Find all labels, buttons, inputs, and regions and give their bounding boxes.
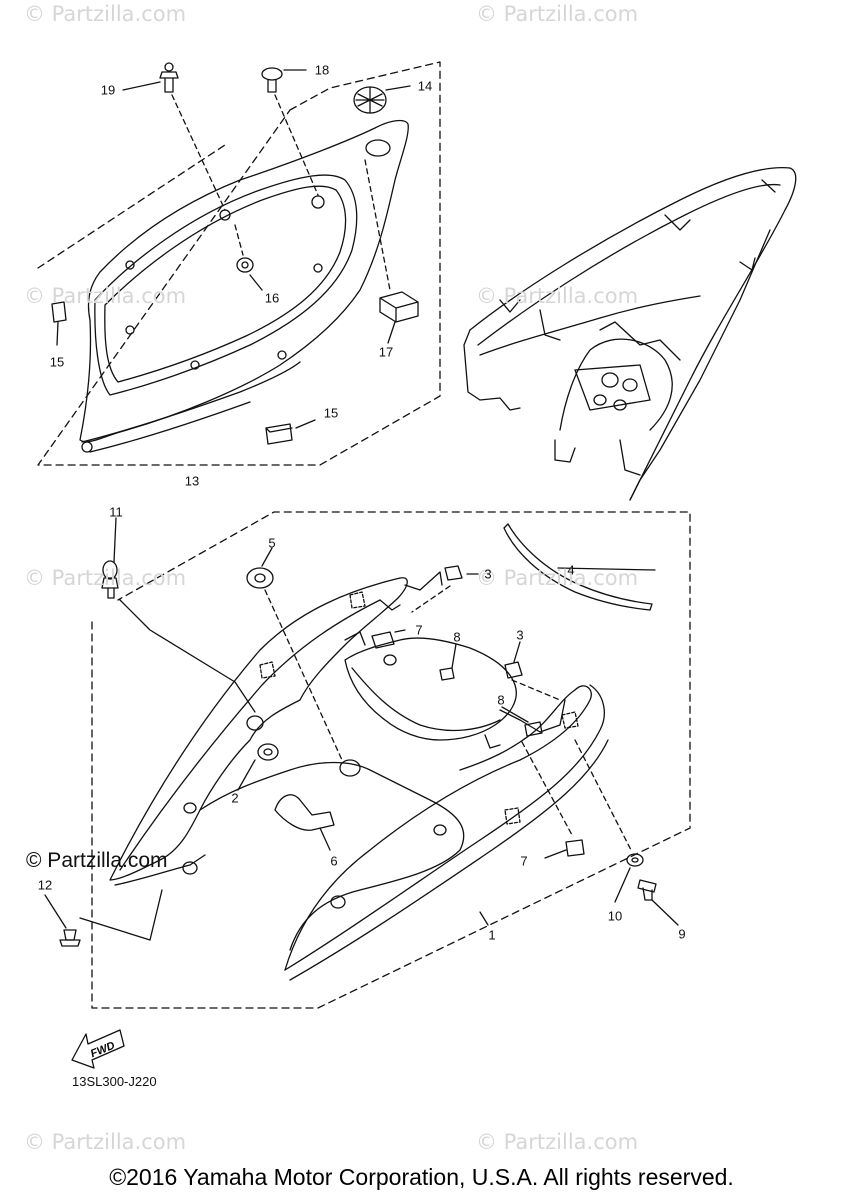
main-watermark: © Partzilla.com <box>26 849 168 872</box>
part-6-damper <box>274 794 335 831</box>
watermark: © Partzilla.com <box>476 284 639 308</box>
part-16-grommet <box>236 257 254 273</box>
part-18-screw <box>261 67 283 93</box>
seat-cowl-13 <box>79 119 409 443</box>
part-9-screw <box>637 879 657 901</box>
callout-12: 12 <box>37 877 53 893</box>
callout-9: 9 <box>678 926 686 942</box>
part-5-grommet <box>246 567 274 589</box>
callout-18: 18 <box>314 62 330 78</box>
callout-3: 3 <box>484 566 492 582</box>
fwd-arrow-icon <box>71 1029 125 1069</box>
copyright-notice: ©2016 Yamaha Motor Corporation, U.S.A. A… <box>109 1164 734 1190</box>
part-2-collar <box>257 743 279 761</box>
watermark: © Partzilla.com <box>476 2 639 26</box>
part-3-nut-mid <box>504 661 523 679</box>
part-12-fastener <box>59 929 81 947</box>
part-15-pad-left <box>51 301 67 323</box>
part-7-pad-top <box>371 631 395 649</box>
part-4-strip <box>503 523 653 611</box>
callout-5: 5 <box>268 535 276 551</box>
callout-17: 17 <box>378 344 394 360</box>
part-17-block <box>379 291 419 323</box>
callout-19: 19 <box>100 82 116 98</box>
part-8-pad-top <box>439 667 455 681</box>
diagram-code: 13SL300-J220 <box>72 1074 157 1089</box>
callout-15: 15 <box>49 354 65 370</box>
side-cover-1 <box>109 577 609 981</box>
part-14-grommet <box>353 86 387 114</box>
watermark: © Partzilla.com <box>476 1130 639 1154</box>
callout-3: 3 <box>516 627 524 643</box>
callout-7: 7 <box>520 853 528 869</box>
part-10-washer <box>626 853 644 867</box>
callout-2: 2 <box>231 790 239 806</box>
callout-8: 8 <box>497 692 505 708</box>
callout-11: 11 <box>109 504 123 520</box>
inner-bracket <box>344 571 566 749</box>
callout-14: 14 <box>417 78 433 94</box>
part-8-pad-bottom <box>524 721 543 737</box>
rear-frame <box>463 166 797 501</box>
callout-13: 13 <box>184 473 200 489</box>
assembly-1-boundary <box>91 511 691 1009</box>
callout-1: 1 <box>488 927 496 943</box>
callout-4: 4 <box>567 562 575 578</box>
part-3-nut-top <box>444 565 463 581</box>
part-15-pad-right <box>265 423 293 445</box>
part-19-screw <box>159 62 179 93</box>
part-7-pad-bottom <box>565 839 585 857</box>
watermark: © Partzilla.com <box>24 2 187 26</box>
callout-16: 16 <box>264 290 280 306</box>
callout-15: 15 <box>323 405 339 421</box>
watermark: © Partzilla.com <box>24 284 187 308</box>
assembly-13-boundary <box>37 61 441 466</box>
watermark: © Partzilla.com <box>24 566 187 590</box>
callout-10: 10 <box>607 908 623 924</box>
callout-8: 8 <box>453 629 461 645</box>
watermark: © Partzilla.com <box>476 566 639 590</box>
fwd-label: FWD <box>89 1040 117 1061</box>
watermark: © Partzilla.com <box>24 1130 187 1154</box>
part-11-fastener <box>101 560 119 599</box>
callout-7: 7 <box>415 622 423 638</box>
callout-6: 6 <box>330 853 338 869</box>
